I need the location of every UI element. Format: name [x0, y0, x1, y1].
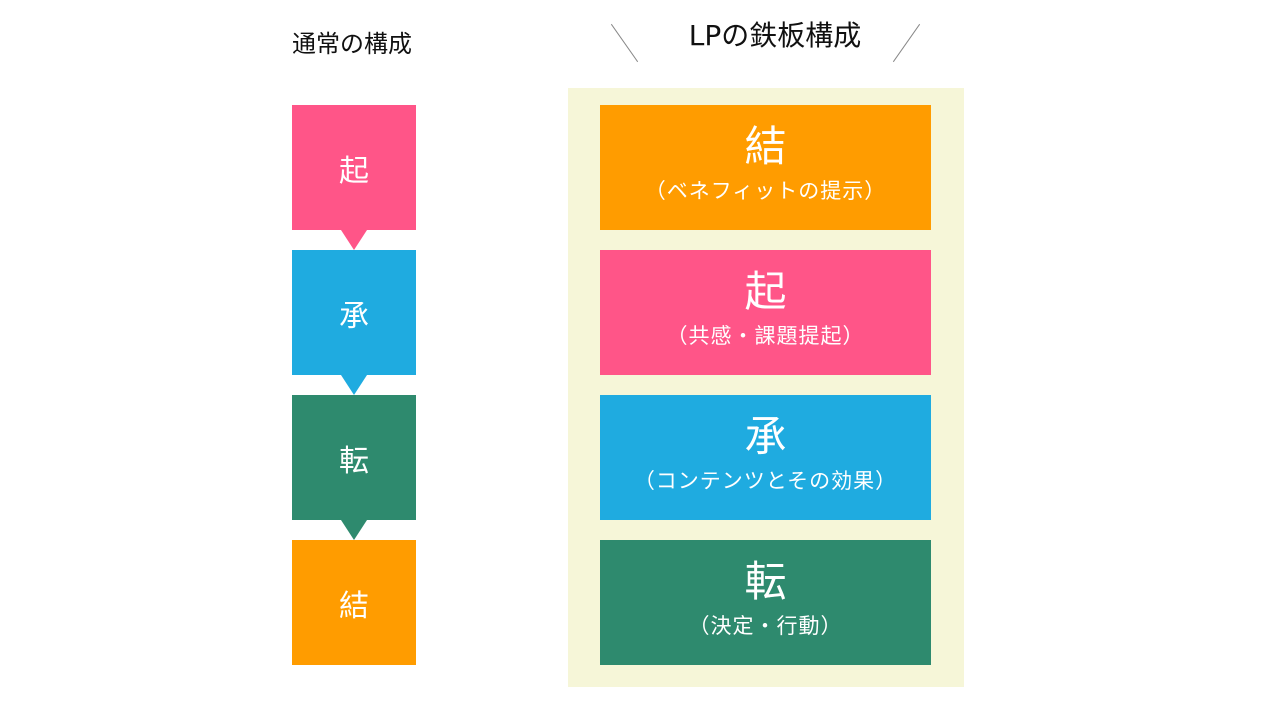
step-description: （コンテンツとその効果） — [633, 469, 898, 493]
step-label: 承 — [744, 412, 787, 461]
normal-structure-title: 通常の構成 — [292, 30, 412, 58]
step-description: （共感・課題提起） — [666, 324, 865, 348]
right-step-ki: 起 （共感・課題提起） — [600, 250, 931, 375]
step-label: 結 — [744, 122, 787, 171]
left-step-ten: 転 — [292, 395, 416, 520]
right-step-ketsu: 結 （ベネフィットの提示） — [600, 105, 931, 230]
decorative-slash-left — [610, 23, 639, 63]
left-step-ki: 起 — [292, 105, 416, 230]
step-description: （決定・行動） — [688, 614, 843, 638]
step-label: 起 — [744, 267, 787, 316]
step-description: （ベネフィットの提示） — [644, 179, 887, 203]
right-step-ten: 転 （決定・行動） — [600, 540, 931, 665]
left-step-ketsu: 結 — [292, 540, 416, 665]
arrow-down-icon — [341, 520, 367, 540]
left-step-sho: 承 — [292, 250, 416, 375]
arrow-down-icon — [341, 375, 367, 395]
arrow-down-icon — [341, 230, 367, 250]
lp-structure-title: LPの鉄板構成 — [688, 19, 862, 52]
step-label: 転 — [744, 557, 787, 606]
right-step-sho: 承 （コンテンツとその効果） — [600, 395, 931, 520]
